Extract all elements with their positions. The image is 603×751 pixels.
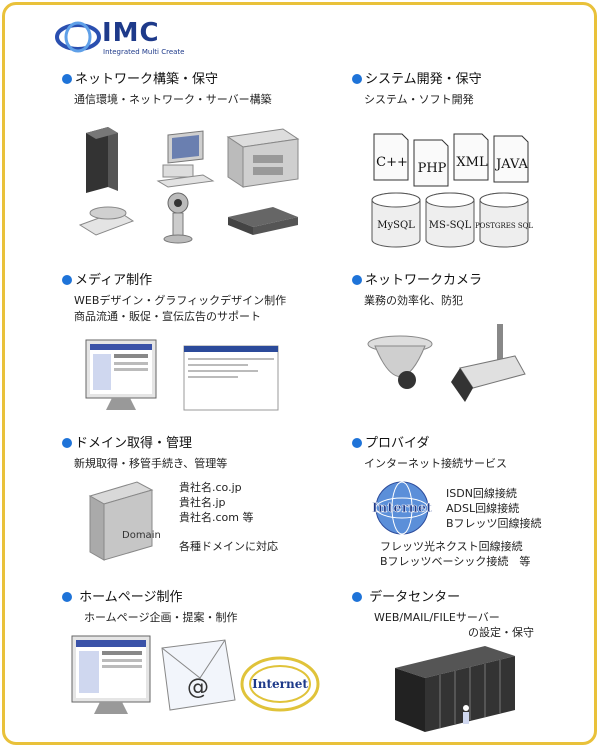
provider-item: Bフレッツ回線接続 [446,517,542,530]
domain-icon: Domain [122,530,161,541]
provider-item: Bフレッツベーシック接続 等 [380,555,531,568]
provider-item: ADSL回線接続 [446,502,520,515]
bullet-icon [352,592,362,602]
system-tech-image: C++ PHP XML JAVA MySQL MS-SQL POSTGRES S… [368,128,538,258]
logo-swirl-icon [55,21,101,53]
logo-name: IMC [102,18,160,48]
dome-camera-icon [367,335,433,389]
code-doc-icon: XML [453,133,489,181]
globe-icon [375,481,429,535]
logo[interactable]: IMC Integrated Multi Create [55,18,184,58]
section-datacenter: データセンター WEB/MAIL/FILEサーバー [352,590,500,625]
database-label: MS-SQL [429,220,472,231]
section-subtitle-line: の設定・保守 [468,626,534,639]
bullet-icon [62,592,72,602]
code-doc-icon: C++ [373,133,409,181]
section-subtitle: 通信環境・ネットワーク・サーバー構築 [74,93,272,106]
bullet-icon [62,438,72,448]
database-icon: MS-SQL [425,192,475,248]
copier-icon [226,128,300,188]
section-system: システム開発・保守 システム・ソフト開発 [352,72,482,107]
logo-tagline: Integrated Multi Create [103,48,185,56]
section-subtitle: システム・ソフト開発 [364,93,474,106]
section-title: ドメイン取得・管理 [75,436,193,451]
section-title: ネットワーク構築・保守 [75,72,219,87]
internet-label: Internet [252,677,308,691]
webpage-screenshot-icon [183,345,279,411]
telephone-icon [78,206,135,236]
technician-icon [463,705,469,724]
section-title: システム開発・保守 [365,72,482,87]
media-screens-image [84,338,284,427]
code-doc-label: JAVA [494,157,528,172]
internet-swirl-icon: Internet [240,656,320,712]
section-subtitle-line: 商品流通・販促・宣伝広告のサポート [74,310,261,323]
section-domain: ドメイン取得・管理 新規取得・移管手続き、管理等 [62,436,227,471]
code-doc-icon: JAVA [493,135,529,183]
section-title: ネットワークカメラ [365,273,483,288]
section-subtitle: 新規取得・移管手続き、管理等 [74,457,228,470]
section-subtitle-line: WEB/MAIL/FILEサーバー [374,611,500,624]
section-provider: プロバイダ インターネット接続サービス [352,436,507,471]
code-doc-label: PHP [418,161,447,176]
section-title: プロバイダ [365,436,430,451]
bullet-camera-icon [451,324,526,402]
internet-globe-image: Internet [366,480,438,542]
section-title: メディア制作 [75,273,153,288]
database-icon: POSTGRES SQL [475,192,533,248]
desktop-pc-icon [156,130,215,188]
provider-item: フレッツ光ネクスト回線接続 [380,540,523,553]
section-network: ネットワーク構築・保守 通信環境・ネットワーク・サーバー構築 [62,72,272,107]
code-doc-label: C++ [376,155,408,170]
section-subtitle: 業務の効率化、防犯 [364,294,463,307]
monitor-icon [71,635,151,714]
server-tower-icon [86,127,118,193]
mail-icon: @ [161,639,236,711]
section-camera: ネットワークカメラ 業務の効率化、防犯 [352,273,482,308]
database-label: POSTGRES SQL [475,222,533,230]
section-homepage: ホームページ制作 ホームページ企画・提案・制作 [62,590,237,625]
bullet-icon [352,275,362,285]
database-label: MySQL [377,220,415,231]
domain-server-image: Domain [82,478,172,572]
datacenter-racks-image [390,640,520,739]
code-doc-icon: PHP [413,139,449,187]
provider-item: ISDN回線接続 [446,487,517,500]
server-rack-icon [439,660,501,728]
section-subtitle: ホームページ企画・提案・制作 [84,611,238,624]
section-subtitle-line: WEBデザイン・グラフィックデザイン制作 [74,294,287,307]
section-media: メディア制作 WEBデザイン・グラフィックデザイン制作 商品流通・販促・宣伝広告… [62,273,286,325]
bullet-icon [62,74,72,84]
domain-note: 各種ドメインに対応 [179,540,278,553]
network-devices-image [78,125,303,254]
internet-label: Internet [372,501,432,516]
monitor-icon [85,339,157,410]
section-title: データセンター [369,590,461,605]
network-cameras-image [365,322,545,421]
bullet-icon [352,74,362,84]
domain-item: 貴社名.jp [179,496,226,509]
code-doc-label: XML [456,155,488,170]
router-icon [228,207,298,235]
mail-at-label: @ [187,675,209,700]
section-title: ホームページ制作 [79,590,183,605]
database-icon: MySQL [371,192,421,248]
domain-item: 貴社名.com 等 [179,511,254,524]
bullet-icon [352,438,362,448]
homepage-image: @ Internet [70,632,320,736]
webcam-icon [163,192,193,244]
bullet-icon [62,275,72,285]
section-subtitle: インターネット接続サービス [364,457,507,470]
domain-item: 貴社名.co.jp [179,481,242,494]
